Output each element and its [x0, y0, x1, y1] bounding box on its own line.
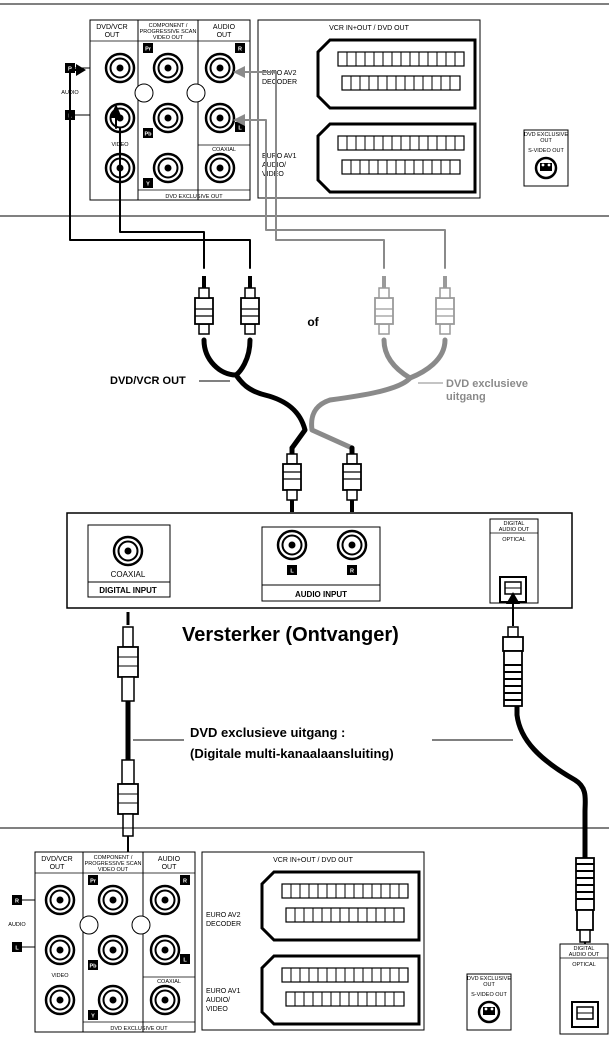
- top-scart-title: VCR IN+OUT / DVD OUT: [329, 25, 410, 32]
- amp-rca-plugs: [282, 453, 362, 513]
- top-y-jack: [152, 152, 184, 184]
- bottom-scart-title: VCR IN+OUT / DVD OUT: [273, 857, 354, 864]
- amp-badge-r: R: [350, 569, 354, 575]
- dvd-exclusive-label-1: DVD exclusieve: [446, 378, 528, 390]
- top-audio-r-jack: [104, 52, 136, 84]
- top-audio-out-r-jack: [204, 52, 236, 84]
- digital-caption-2: (Digitale multi-kanaalaansluiting): [190, 746, 394, 761]
- bottom-audio-out-l-badge: L: [183, 958, 187, 964]
- bottom-audio-out-r-jack: [149, 884, 181, 916]
- amp-audio-l-jack: [276, 529, 308, 561]
- bottom-audio-label: AUDIO: [8, 922, 26, 928]
- bottom-audio-out-label-1: AUDIO: [158, 856, 181, 863]
- top-svideo-box-1: DVD EXCLUSIVE: [524, 132, 568, 138]
- amp-audio-input-label: AUDIO INPUT: [295, 590, 347, 599]
- bottom-audio-out-r-badge: R: [183, 879, 187, 885]
- bottom-component-label-3: VIDEO OUT: [98, 867, 129, 873]
- bottom-digital-audio-out-2: AUDIO OUT: [569, 952, 600, 958]
- amp-badge-l: L: [290, 569, 294, 575]
- top-audio-out-label-1: AUDIO: [213, 24, 236, 31]
- bottom-euro-av1-3: VIDEO: [206, 1006, 228, 1013]
- bottom-euro-av1-2: AUDIO/: [206, 997, 230, 1004]
- bottom-pr-badge: Pr: [90, 879, 97, 885]
- bottom-dvdvcr-out-label-1: DVD/VCR: [41, 856, 73, 863]
- bottom-euro-av2-2: DECODER: [206, 921, 241, 928]
- amp-coaxial-label: COAXIAL: [111, 570, 146, 579]
- bottom-audio-out-label-2: OUT: [162, 864, 178, 871]
- bottom-pb-badge: Pb: [89, 964, 97, 970]
- top-component-label-1: COMPONENT /: [149, 23, 188, 29]
- bottom-dvdvcr-out-label-2: OUT: [50, 864, 66, 871]
- amp-audio-r-jack: [336, 529, 368, 561]
- bottom-component-label-2: PROGRESSIVE SCAN: [85, 861, 142, 867]
- top-rca-plugs: [194, 275, 455, 335]
- bottom-dvd-exclusive-out-label: DVD EXCLUSIVE OUT: [110, 1026, 168, 1032]
- amplifier-title: Versterker (Ontvanger): [182, 624, 399, 646]
- bottom-y-badge: Y: [91, 1014, 95, 1020]
- top-pb-badge: Pb: [144, 132, 152, 138]
- top-dvdvcr-out-label-2: OUT: [105, 32, 121, 39]
- top-pr-jack: [152, 52, 184, 84]
- top-coaxial-label: COAXIAL: [212, 147, 236, 153]
- bottom-y-jack: [97, 984, 129, 1016]
- top-dvd-exclusive-out-label: DVD EXCLUSIVE OUT: [165, 194, 223, 200]
- top-audio-out-l-badge: L: [238, 126, 242, 132]
- bottom-audio-out-l-jack: [149, 934, 181, 966]
- bottom-svideo-box-2: OUT: [483, 982, 495, 988]
- optical-plug-top: [502, 626, 524, 707]
- top-euro-av2-2: DECODER: [262, 79, 297, 86]
- top-svideo-box-2: OUT: [540, 138, 552, 144]
- dvdvcr-out-label: DVD/VCR OUT: [110, 375, 186, 387]
- top-pb-jack: [152, 102, 184, 134]
- amp-coaxial-jack: [112, 535, 144, 567]
- top-pr-badge: Pr: [145, 47, 152, 53]
- top-euro-av1-1: EURO AV1: [262, 153, 297, 160]
- top-dvd-vcr-panel: DVD/VCR OUT COMPONENT / PROGRESSIVE SCAN…: [0, 3, 609, 217]
- top-euro-av2-1: EURO AV2: [262, 70, 297, 77]
- top-euro-av1-3: VIDEO: [262, 171, 284, 178]
- top-audio-out-r-badge: R: [238, 47, 242, 53]
- top-y-badge: Y: [146, 182, 150, 188]
- top-svideo-out-label: S-VIDEO OUT: [528, 148, 564, 154]
- bottom-digital-audio-out-1: DIGITAL: [574, 946, 595, 952]
- bottom-coaxial-jack: [149, 984, 181, 1016]
- digital-caption-1: DVD exclusieve uitgang :: [190, 725, 345, 740]
- bottom-coaxial-label: COAXIAL: [157, 979, 181, 985]
- top-coaxial-jack: [204, 152, 236, 184]
- bottom-badge-r: R: [15, 899, 19, 905]
- top-audio-out-label-2: OUT: [217, 32, 233, 39]
- bottom-svideo-out-label: S-VIDEO OUT: [471, 992, 507, 998]
- coax-plug-top: [117, 626, 139, 702]
- bottom-euro-av2-1: EURO AV2: [206, 912, 241, 919]
- top-dvdvcr-out-label-1: DVD/VCR: [96, 24, 128, 31]
- bottom-dvd-vcr-panel: DVD/VCR OUT COMPONENT / PROGRESSIVE SCAN…: [0, 827, 609, 1035]
- bottom-pr-jack: [97, 884, 129, 916]
- amp-digital-audio-out-2: AUDIO OUT: [499, 527, 530, 533]
- amp-optical-label: OPTICAL: [502, 537, 526, 543]
- bottom-euro-av1-1: EURO AV1: [206, 988, 241, 995]
- bottom-video-label: VIDEO: [51, 973, 69, 979]
- bottom-component-label-1: COMPONENT /: [94, 855, 133, 861]
- amplifier-panel: COAXIAL DIGITAL INPUT L R AUDIO INPUT DI…: [66, 512, 573, 626]
- bottom-audio-l-jack: [44, 934, 76, 966]
- bottom-pb-jack: [97, 934, 129, 966]
- dvd-exclusive-label-2: uitgang: [446, 391, 486, 403]
- amp-digital-audio-out-1: DIGITAL: [504, 521, 525, 527]
- top-component-label-3: VIDEO OUT: [153, 35, 184, 41]
- amp-digital-input-label: DIGITAL INPUT: [99, 586, 157, 595]
- top-component-label-2: PROGRESSIVE SCAN: [140, 29, 197, 35]
- bottom-audio-r-jack: [44, 884, 76, 916]
- bottom-badge-l: L: [15, 946, 19, 952]
- bottom-video-jack: [44, 984, 76, 1016]
- bottom-svideo-box-1: DVD EXCLUSIVE: [467, 976, 511, 982]
- arrowheads: [76, 64, 245, 126]
- top-audio-out-l-jack: [204, 102, 236, 134]
- top-euro-av1-2: AUDIO/: [262, 162, 286, 169]
- coax-plug-bottom: [117, 759, 139, 837]
- bottom-optical-label: OPTICAL: [572, 962, 596, 968]
- or-label: of: [307, 315, 319, 329]
